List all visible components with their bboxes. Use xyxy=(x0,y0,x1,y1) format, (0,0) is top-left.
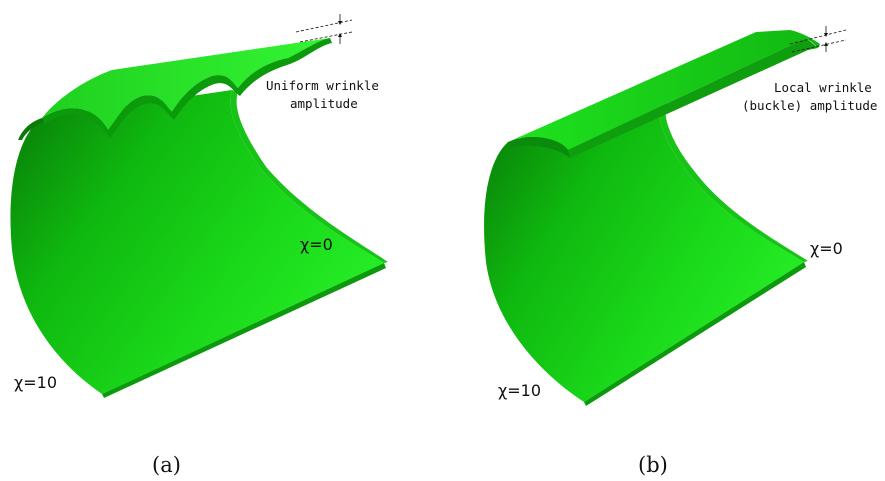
amplitude-marker-b xyxy=(789,26,847,53)
label-chi-start-a: χ=0 xyxy=(300,235,333,254)
shell-surface-b xyxy=(484,100,804,402)
label-chi-end-b: χ=10 xyxy=(498,381,541,400)
label-chi-start-b: χ=0 xyxy=(810,239,843,258)
caption-a: (a) xyxy=(152,453,181,477)
flat-top-b xyxy=(508,30,820,150)
annotation-b-line1: Local wrinkle xyxy=(774,80,872,95)
panel-a: Uniform wrinkle amplitude χ=0 χ=10 (a) xyxy=(10,14,388,477)
shell-surface-a xyxy=(10,90,384,394)
caption-b: (b) xyxy=(638,453,668,477)
wrinkled-top-a xyxy=(42,38,330,130)
top-left-cap-b xyxy=(508,136,570,158)
panel-b: Local wrinkle (buckle) amplitude χ=0 χ=1… xyxy=(484,26,877,477)
shell-bottom-edge-b xyxy=(584,262,806,406)
annotation-a-line2: amplitude xyxy=(290,96,358,111)
shell-bottom-edge-a xyxy=(102,263,386,398)
shell-rim-a xyxy=(18,118,44,140)
label-chi-end-a: χ=10 xyxy=(14,373,57,392)
amplitude-marker-a xyxy=(295,14,353,44)
top-front-edge-b xyxy=(568,38,818,158)
annotation-b-line2: (buckle) amplitude xyxy=(742,98,877,113)
annotation-a-line1: Uniform wrinkle xyxy=(266,78,379,93)
